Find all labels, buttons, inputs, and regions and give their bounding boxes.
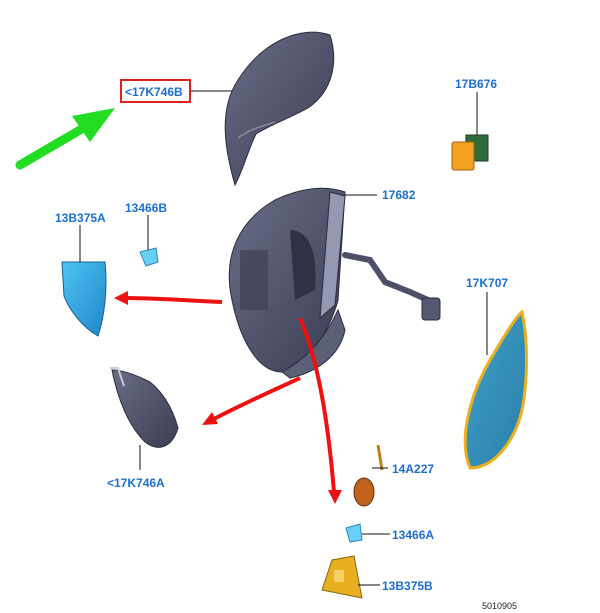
label-13466B: 13466B xyxy=(125,201,167,215)
bulb-upper-part xyxy=(139,247,159,267)
label-17682: 17682 xyxy=(382,188,416,202)
red-arrows xyxy=(114,291,342,504)
lamp-housing-right-part xyxy=(321,555,363,599)
label-13B375A: 13B375A xyxy=(55,211,106,225)
label-17K746B: <17K746B xyxy=(125,85,183,99)
label-17K746A: <17K746A xyxy=(107,476,165,490)
label-13B375B: 13B375B xyxy=(382,579,433,593)
label-17B676: 17B676 xyxy=(455,77,497,91)
mirror-glass-part xyxy=(463,309,528,470)
green-arrow xyxy=(15,108,115,170)
bulb-lower-part xyxy=(345,523,363,543)
switch-part xyxy=(451,134,489,171)
highlight-box xyxy=(120,79,191,103)
label-13466A: 13466A xyxy=(392,528,434,542)
lamp-housing-left-part xyxy=(61,261,107,337)
figure-number: 5010905 xyxy=(482,601,517,611)
label-17K707: 17K707 xyxy=(466,276,508,290)
lower-cover-part xyxy=(110,367,179,448)
label-14A227: 14A227 xyxy=(392,462,434,476)
connector-part xyxy=(353,444,384,507)
leader-lines xyxy=(79,90,488,586)
upper-cover-part xyxy=(224,31,335,187)
mirror-housing-part xyxy=(228,187,441,379)
